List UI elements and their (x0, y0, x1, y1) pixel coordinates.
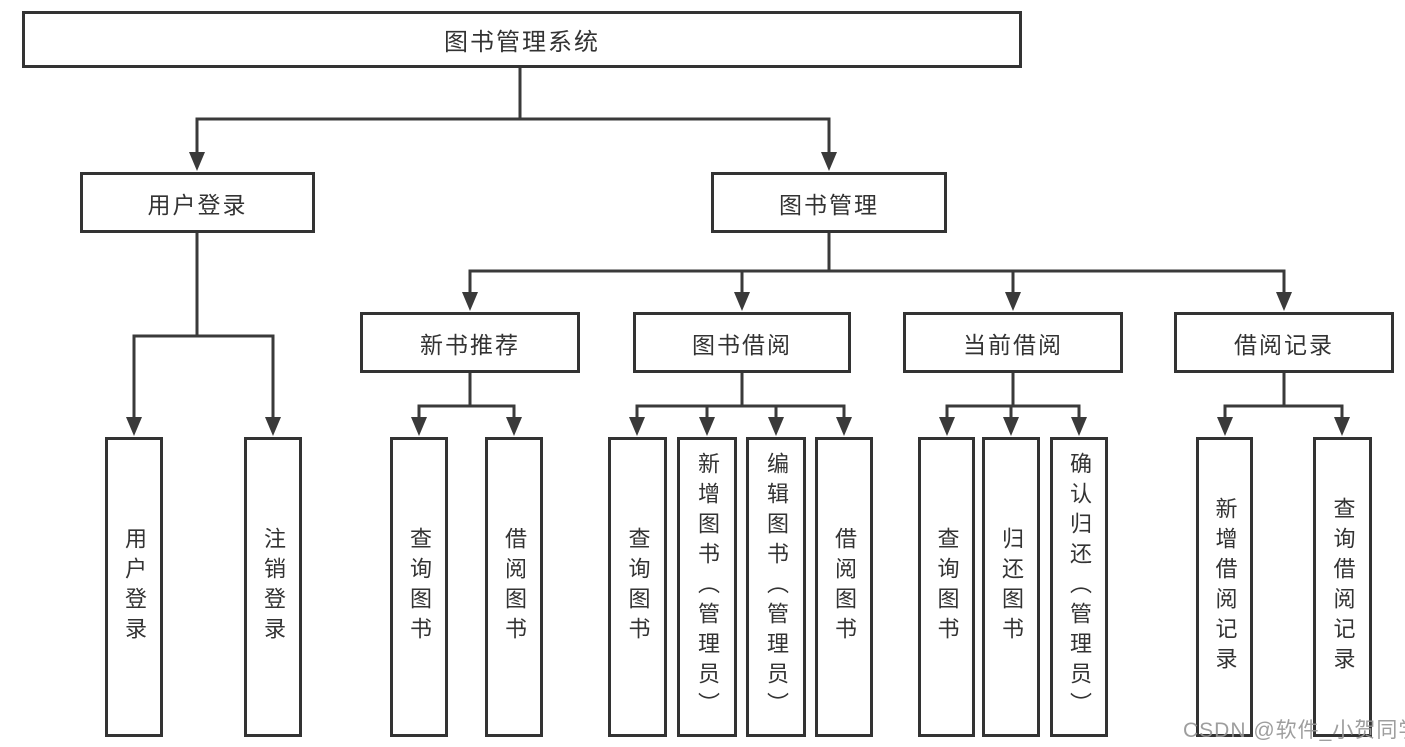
node-label: 当前借阅 (963, 332, 1063, 358)
watermark: CSDN @软件_小贺同学 (1183, 719, 1405, 742)
node-add-books-admin: 新增图书（管理员） (677, 437, 737, 737)
node-label: 用户登录 (122, 527, 147, 647)
node-edit-books-admin: 编辑图书（管理员） (746, 437, 806, 737)
node-book-borrowing: 图书借阅 (633, 312, 851, 373)
node-label: 新增借阅记录 (1212, 497, 1238, 677)
node-label: 新书推荐 (420, 332, 520, 358)
node-confirm-return-admin: 确认归还（管理员） (1050, 437, 1108, 737)
node-label: 借阅图书 (832, 527, 857, 647)
node-label: 查询图书 (407, 527, 432, 647)
node-label: 用户登录 (147, 192, 248, 218)
node-user-login-action: 用户登录 (105, 437, 163, 737)
node-new-book-recommend: 新书推荐 (360, 312, 580, 373)
node-query-books-borrowing: 查询图书 (608, 437, 667, 737)
node-label: 查询借阅记录 (1330, 497, 1356, 677)
node-query-books-current: 查询图书 (918, 437, 975, 737)
node-label: 图书管理 (779, 192, 879, 218)
node-label: 查询图书 (934, 527, 960, 647)
node-label: 借阅图书 (502, 527, 527, 647)
node-add-borrow-record: 新增借阅记录 (1196, 437, 1253, 737)
node-query-books-recommend: 查询图书 (390, 437, 448, 737)
node-return-books: 归还图书 (982, 437, 1040, 737)
node-label: 编辑图书（管理员） (764, 452, 789, 722)
node-label: 归还图书 (999, 527, 1024, 647)
node-label: 图书管理系统 (444, 30, 600, 56)
node-book-management-module: 图书管理 (711, 172, 947, 233)
node-current-borrowing: 当前借阅 (903, 312, 1123, 373)
node-borrow-books-action: 借阅图书 (815, 437, 873, 737)
node-label: 新增图书（管理员） (695, 452, 720, 722)
node-label: 图书借阅 (692, 332, 792, 358)
node-label: 注销登录 (261, 527, 286, 647)
node-user-login-module: 用户登录 (80, 172, 315, 233)
node-query-borrow-record: 查询借阅记录 (1313, 437, 1372, 737)
node-label: 确认归还（管理员） (1067, 452, 1092, 722)
node-label: 查询图书 (625, 527, 651, 647)
node-borrowing-records: 借阅记录 (1174, 312, 1394, 373)
arrowheads (126, 152, 1350, 436)
node-borrow-books-recommend: 借阅图书 (485, 437, 543, 737)
node-library-management-system: 图书管理系统 (22, 11, 1022, 68)
node-label: 借阅记录 (1234, 332, 1334, 358)
node-logout-action: 注销登录 (244, 437, 302, 737)
